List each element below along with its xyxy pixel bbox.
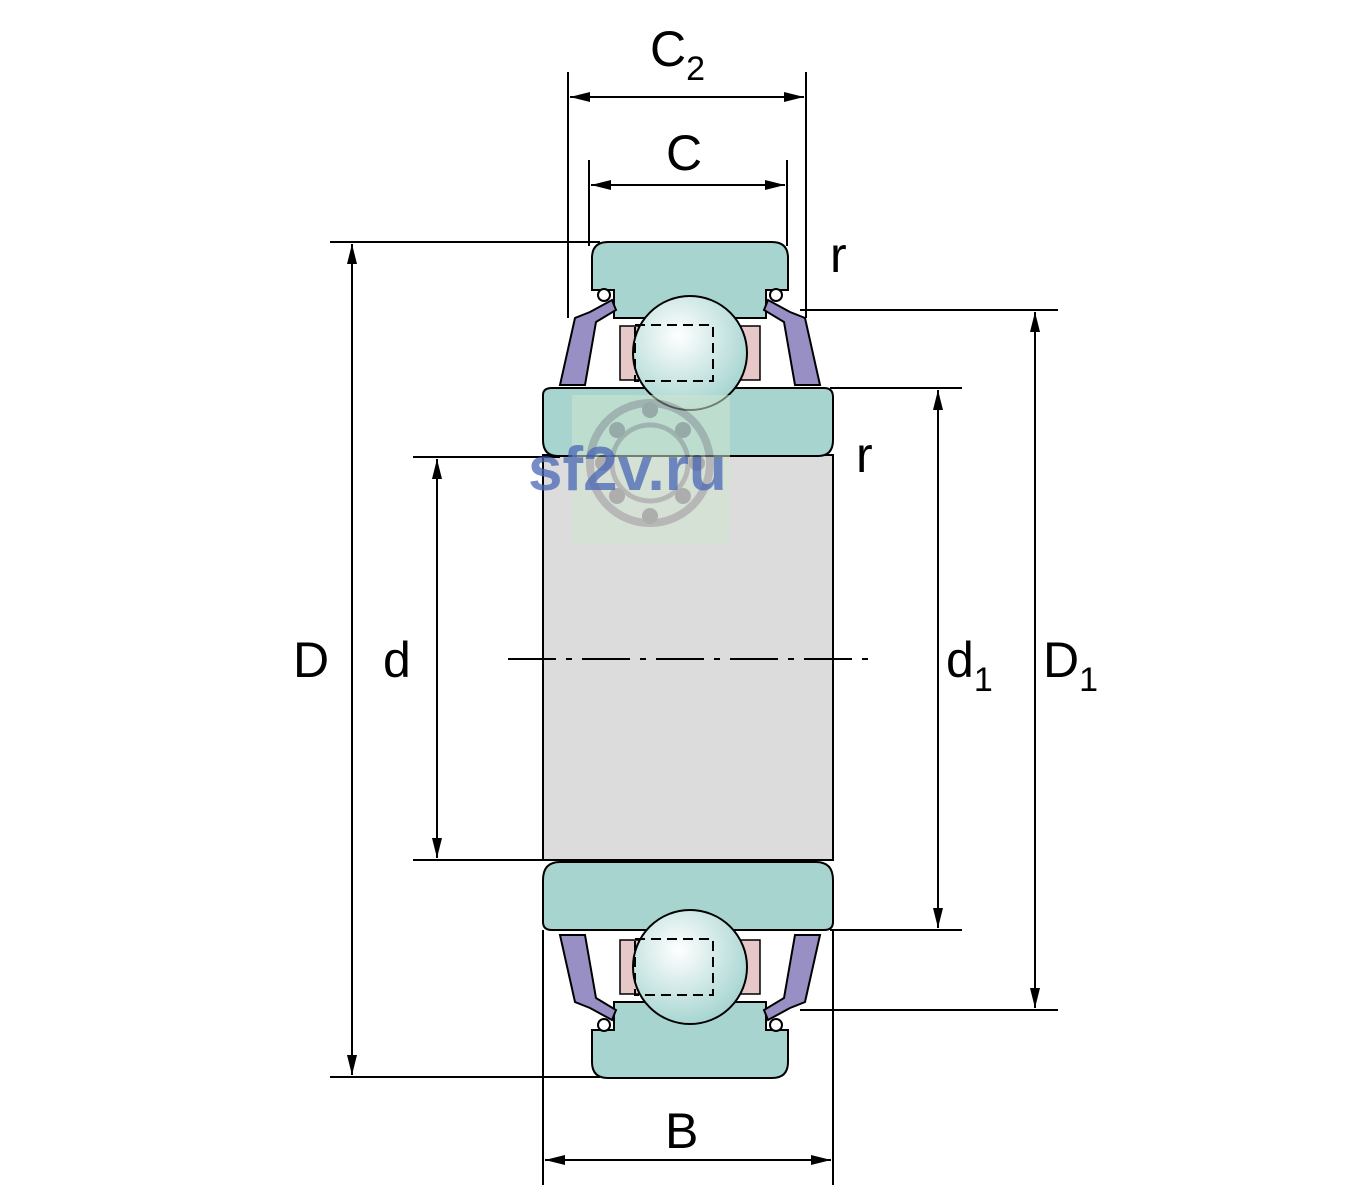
seal-top-right [762,298,822,386]
label-r-mid: r [856,427,873,483]
inner-ring-bottom [542,861,834,931]
label-D: D [293,632,329,688]
outer-ring-bottom [591,1001,789,1079]
label-d: d [383,632,411,688]
label-r-top: r [830,227,847,283]
ball-top [632,295,748,411]
cage-pocket-top [634,324,714,382]
label-C: C [666,125,702,181]
label-B: B [665,1103,698,1159]
ball-bottom [632,909,748,1025]
extension-lines [330,72,1058,1185]
label-C2: C2 [650,21,705,88]
outer-ring-top [591,241,789,319]
seal-bottom-right [762,934,822,1022]
cage-pocket-bottom [634,938,714,996]
label-D1: D1 [1043,632,1098,699]
watermark-text: sf2v.ru [528,435,727,504]
seal-top-left [558,298,618,386]
watermark-logo [572,395,730,543]
seal-hooks [597,288,783,1032]
label-d1: d1 [946,632,993,699]
seal-bottom-left [558,934,618,1022]
dimension-lines [347,92,1040,1165]
